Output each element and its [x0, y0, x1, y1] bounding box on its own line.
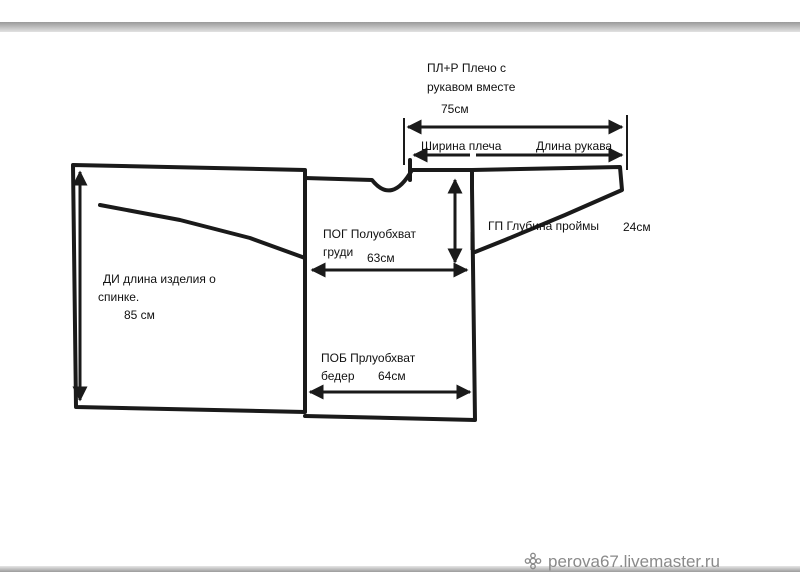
back-shoulder-slope [98, 203, 307, 260]
sleeve-outline [470, 165, 624, 254]
watermark-text: perova67.livemaster.ru [548, 552, 720, 571]
shoulder-sleeve-value: 75см [441, 102, 469, 116]
hips-label-line1: ПОБ Прлуобхват [321, 351, 416, 365]
scan-bottom-edge [0, 566, 800, 572]
hips-label-line2: бедер [321, 369, 355, 383]
chest-label-line1: ПОГ Полуобхват [323, 227, 416, 241]
scan-top-edge [0, 22, 800, 32]
chest-value: 63см [367, 251, 395, 265]
length-label-line2: спинке. [98, 290, 140, 304]
length-value: 85 см [124, 308, 155, 322]
shoulder-sleeve-label-line2: рукавом вместе [427, 80, 516, 94]
sleeve-length-label: Длина рукава [536, 139, 613, 153]
hips-value: 64см [378, 369, 406, 383]
length-label-line1: ДИ длина изделия о [103, 272, 216, 286]
armhole-value: 24см [623, 220, 651, 234]
shoulder-sleeve-label-line1: ПЛ+Р Плечо с [427, 61, 507, 75]
front-panel-outline [303, 168, 477, 422]
shoulder-width-label: Ширина плеча [421, 139, 502, 153]
chest-label-line2: груди [323, 245, 354, 259]
armhole-label: ГП Глубина проймы [488, 219, 600, 233]
watermark-flower-icon [524, 552, 542, 570]
